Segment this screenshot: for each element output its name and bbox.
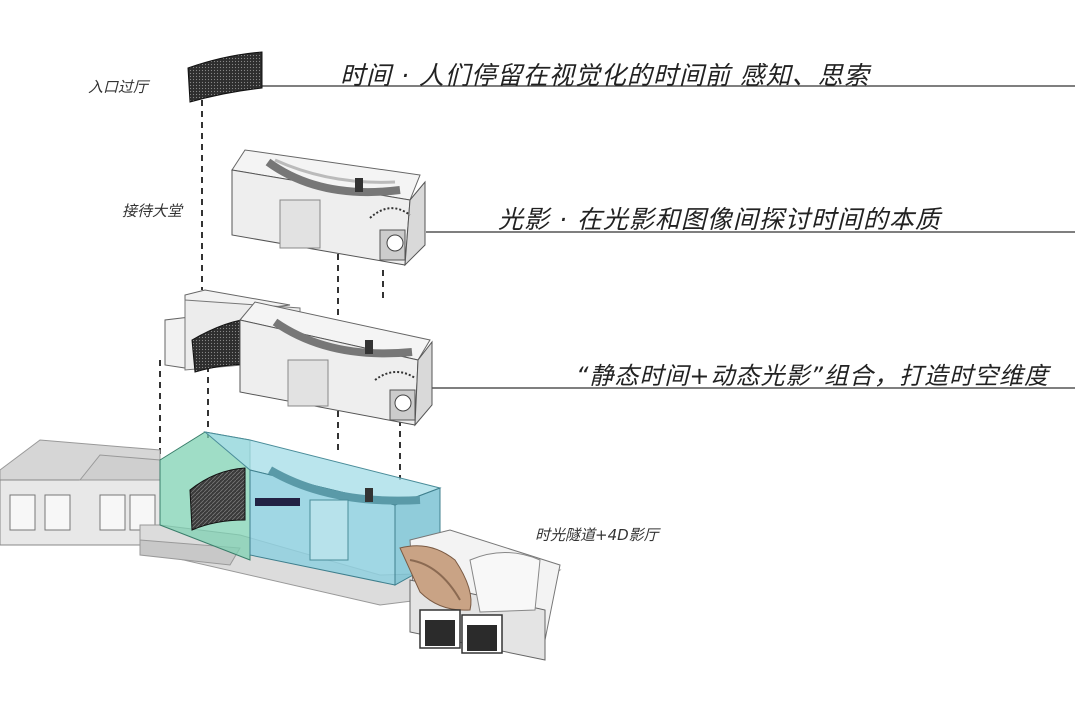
combined-block: [164, 289, 433, 427]
blue-glass-volume: [203, 431, 442, 586]
caption-time: 时间 · 人们停留在视觉化的时间前 感知、思索: [340, 61, 870, 90]
neighbor-buildings: [0, 439, 161, 546]
label-entrance: 入口过厅: [88, 78, 149, 96]
label-tunnel: 时光隧道+4D影厅: [535, 526, 659, 544]
caption-combo: “静态时间+动态光影”组合，打造时空维度: [576, 362, 1049, 390]
caption-light: 光影 · 在光影和图像间探讨时间的本质: [498, 205, 941, 234]
label-reception: 接待大堂: [122, 202, 183, 220]
time-tunnel-theater: [399, 529, 561, 661]
green-glass-volume: [159, 431, 251, 561]
entrance-panel: [187, 51, 263, 103]
reception-block: [231, 149, 426, 267]
